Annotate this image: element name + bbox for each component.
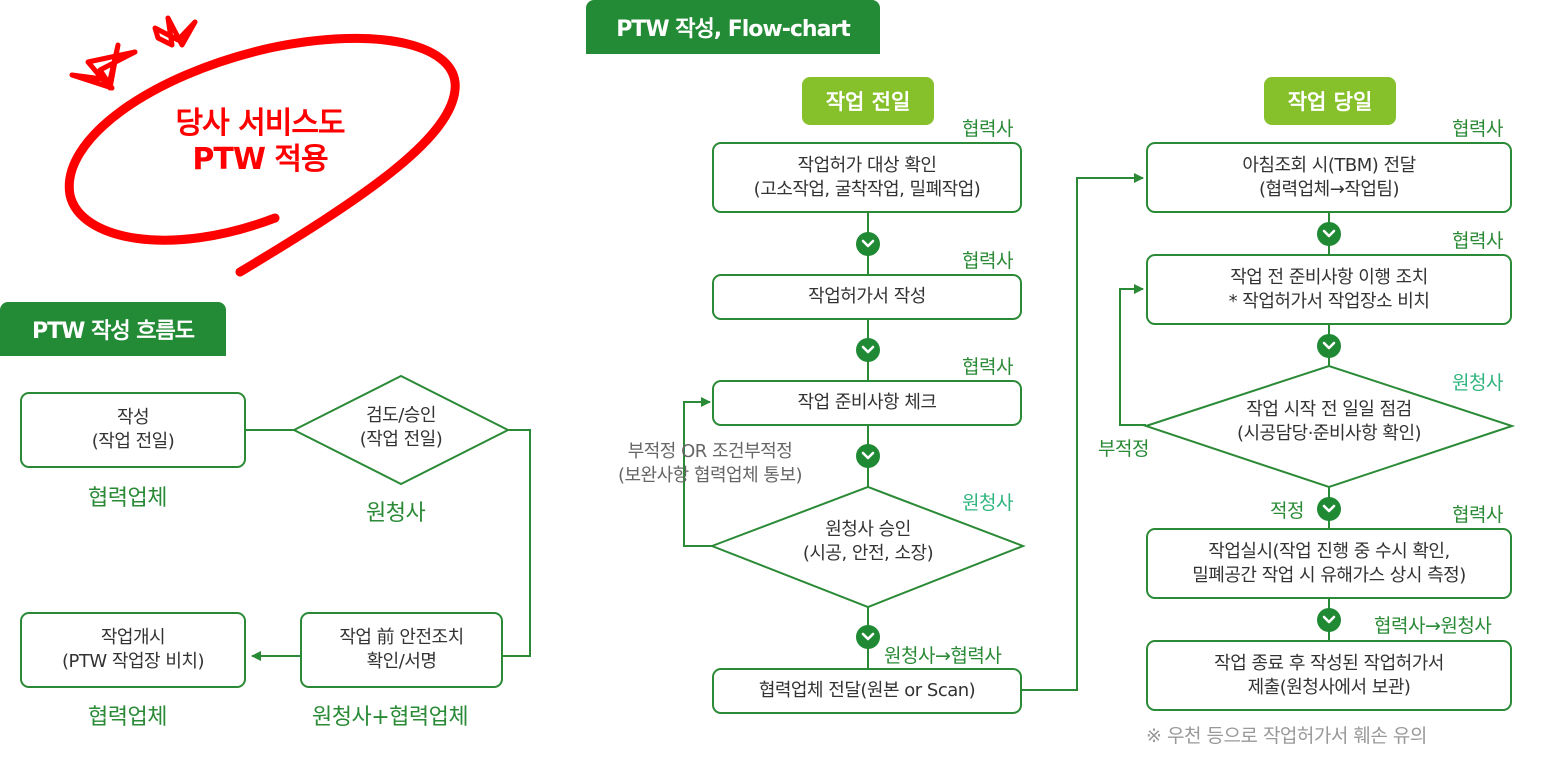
left-step-approval-actor: 원청사 bbox=[366, 501, 426, 526]
step-subtitle: 밀폐공간 작업 시 유해가스 상시 측정) bbox=[1192, 564, 1466, 586]
star-icon bbox=[69, 42, 138, 91]
step-actor: 원청사 bbox=[1452, 372, 1503, 394]
chevron-down-icon bbox=[1317, 334, 1341, 358]
phase-day-before: 작업 전일 bbox=[802, 77, 934, 125]
reject-note-line2: (보완사항 협력업체 통보) bbox=[617, 465, 803, 486]
daily-inspection-diamond bbox=[1142, 364, 1516, 489]
step-title: 작업 전 준비사항 이행 조치 bbox=[1230, 266, 1428, 288]
left-section-tab: PTW 작성 흐름도 bbox=[0, 302, 226, 356]
reject-note-line1: 부적정 OR 조건부적정 bbox=[627, 441, 793, 462]
badge-line2: PTW 적용 bbox=[192, 142, 328, 177]
step-owner-approval: 원청사 승인 (시공, 안전, 소장) bbox=[778, 518, 958, 566]
left-approval-diamond bbox=[291, 374, 511, 486]
step-actor: 원청사 bbox=[962, 492, 1013, 514]
step-deliver-to-partner: 협력업체 전달(원본 or Scan) bbox=[712, 668, 1022, 714]
step-prep-check: 작업 준비사항 체크 bbox=[712, 380, 1022, 426]
badge-line1: 당사 서비스도 bbox=[175, 106, 345, 141]
day-before-lines bbox=[683, 173, 1144, 691]
left-step-start-work-actor: 협력업체 bbox=[88, 705, 167, 730]
chevron-down-icon bbox=[856, 232, 880, 256]
left-step-approval: 검도/승인 (작업 전일) bbox=[330, 404, 472, 452]
step-actor: 협력사 bbox=[962, 356, 1013, 378]
step-actor: 협력사 bbox=[1452, 118, 1503, 140]
pass-label: 적정 bbox=[1270, 500, 1304, 522]
chevron-down-icon bbox=[856, 625, 880, 649]
step-title: 작성 bbox=[116, 407, 150, 428]
badge-text: 당사 서비스도 PTW 적용 bbox=[150, 106, 370, 178]
chevron-down-icon bbox=[1317, 608, 1341, 632]
step-subtitle: (작업 전일) bbox=[359, 429, 443, 450]
left-step-safety-check: 작업 前 안전조치 확인/서명 bbox=[300, 612, 503, 688]
chevron-down-icon bbox=[856, 444, 880, 468]
step-subtitle: (고소작업, 굴착작업, 밀폐작업) bbox=[753, 178, 981, 200]
footnote: ※ 우천 등으로 작업허가서 훼손 유의 bbox=[1146, 725, 1427, 747]
owner-approval-diamond bbox=[709, 485, 1026, 609]
right-section-tab: PTW 작성, Flow-chart bbox=[586, 0, 880, 54]
step-title: 협력업체 전달(원본 or Scan) bbox=[758, 680, 976, 701]
left-step-start-work: 작업개시 (PTW 작업장 비치) bbox=[20, 612, 246, 688]
step-title: 작업허가 대상 확인 bbox=[797, 154, 937, 176]
step-actor: 원청사→협력사 bbox=[884, 645, 1002, 667]
reject-note: 부적정 OR 조건부적정 (보완사항 협력업체 통보) bbox=[598, 440, 822, 488]
step-title: 아침조회 시(TBM) 전달 bbox=[1242, 154, 1416, 176]
left-step-write-actor: 협력업체 bbox=[88, 486, 167, 511]
step-submit-permit: 작업 종료 후 작성된 작업허가서 제출(원청사에서 보관) bbox=[1146, 640, 1512, 711]
step-actor: 협력사 bbox=[1452, 230, 1503, 252]
phase-day-of: 작업 당일 bbox=[1264, 77, 1396, 125]
step-perform-work: 작업실시(작업 진행 중 수시 확인, 밀폐공간 작업 시 유해가스 상시 측정… bbox=[1146, 528, 1512, 599]
step-title: 작업 종료 후 작성된 작업허가서 bbox=[1214, 652, 1444, 674]
step-title: 작업실시(작업 진행 중 수시 확인, bbox=[1208, 540, 1450, 562]
reject-label: 부적정 bbox=[1098, 438, 1149, 460]
step-daily-inspection: 작업 시작 전 일일 점검 (시공담당·준비사항 확인) bbox=[1214, 398, 1444, 446]
step-prep-actions: 작업 전 준비사항 이행 조치 * 작업허가서 작업장소 비치 bbox=[1146, 254, 1512, 325]
chevron-down-icon bbox=[856, 338, 880, 362]
left-flow-lines bbox=[245, 429, 531, 661]
step-permit-target-check: 작업허가 대상 확인 (고소작업, 굴착작업, 밀폐작업) bbox=[712, 142, 1022, 213]
step-title: 작업 시작 전 일일 점검 bbox=[1246, 399, 1412, 420]
step-actor: 협력사 bbox=[962, 250, 1013, 272]
step-actor: 협력사 bbox=[1452, 504, 1503, 526]
step-actor: 협력사→원청사 bbox=[1374, 615, 1492, 637]
left-step-safety-check-actor: 원청사+협력업체 bbox=[312, 705, 469, 730]
step-actor: 협력사 bbox=[962, 118, 1013, 140]
step-subtitle: (시공, 안전, 소장) bbox=[802, 543, 934, 564]
step-tbm-delivery: 아침조회 시(TBM) 전달 (협력업체→작업팀) bbox=[1146, 142, 1512, 213]
step-title: 작업개시 bbox=[100, 627, 166, 648]
badge-scribble bbox=[64, 15, 460, 277]
star-icon bbox=[152, 15, 198, 48]
step-title: 원청사 승인 bbox=[825, 519, 911, 540]
step-title: 작업 준비사항 체크 bbox=[797, 392, 937, 413]
step-subtitle: 제출(원청사에서 보관) bbox=[1247, 676, 1411, 698]
left-step-write: 작성 (작업 전일) bbox=[20, 392, 246, 468]
step-subtitle: (협력업체→작업팀) bbox=[1258, 178, 1400, 200]
step-write-permit: 작업허가서 작성 bbox=[712, 274, 1022, 320]
step-subtitle: (작업 전일) bbox=[91, 431, 175, 452]
step-subtitle: 확인/서명 bbox=[366, 651, 437, 672]
chevron-down-icon bbox=[1317, 497, 1341, 521]
step-subtitle: (시공담당·준비사항 확인) bbox=[1236, 423, 1422, 444]
chevron-down-icon bbox=[1317, 222, 1341, 246]
step-subtitle: (PTW 작업장 비치) bbox=[62, 651, 204, 672]
step-title: 작업 前 안전조치 bbox=[339, 627, 464, 648]
step-title: 작업허가서 작성 bbox=[808, 286, 926, 307]
step-subtitle: * 작업허가서 작업장소 비치 bbox=[1228, 290, 1430, 312]
step-title: 검도/승인 bbox=[366, 405, 436, 426]
